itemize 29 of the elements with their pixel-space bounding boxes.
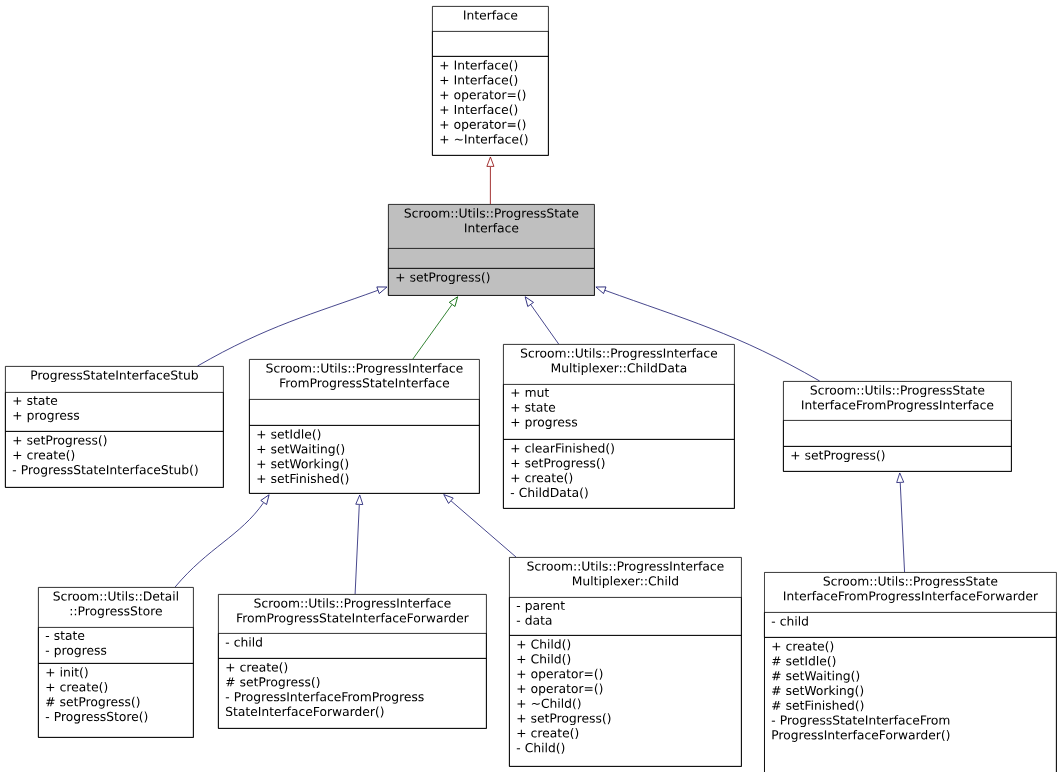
compartment: + setProgress(): [388, 268, 595, 296]
compartment: + state + progress: [5, 392, 224, 432]
inheritance-arrow: [486, 156, 495, 205]
inheritance-arrow: [524, 296, 560, 345]
inheritance-arrow: [896, 472, 905, 573]
compartment: - child: [218, 633, 487, 659]
compartment: + create() # setIdle() # setWaiting() # setWorking() # setFinished() - ProgressStateInterfaceFrom ProgressInterfaceForwarder(): [764, 637, 1057, 772]
inheritance-arrow: [174, 494, 270, 588]
empty-compartment: [388, 248, 595, 269]
inheritance-arrow: [443, 494, 517, 558]
compartment: + Child() + Child() + operator=() + operator=() + ~Child() + setProgress() + create() - Child(): [509, 635, 742, 767]
inheritance-arrow: [197, 286, 388, 367]
empty-compartment: [783, 420, 1012, 447]
compartment: - state - progress: [38, 627, 194, 664]
compartment: + setIdle() + setWaiting() + setWorking() + setFinished(): [249, 425, 480, 494]
compartment: - parent - data: [509, 597, 742, 636]
empty-compartment: [432, 31, 549, 57]
compartment: + setProgress(): [783, 446, 1012, 472]
inheritance-arrow: [412, 296, 459, 360]
compartment: + Interface() + Interface() + operator=() + Interface() + operator=() + ~Interface(): [432, 56, 549, 156]
inheritance-arrow: [354, 494, 364, 595]
inheritance-arrow: [595, 286, 820, 382]
compartment: + clearFinished() + setProgress() + create() - ChildData(): [503, 439, 735, 509]
compartment: - child: [764, 612, 1057, 638]
compartment: + setProgress() + create() - ProgressStateInterfaceStub(): [5, 431, 224, 488]
compartment: + create() # setProgress() - ProgressInterfaceFromProgress StateInterfaceForwarder(): [218, 658, 487, 729]
compartment: + init() + create() # setProgress() - ProgressStore(): [38, 663, 194, 738]
compartment: + mut + state + progress: [503, 384, 735, 440]
empty-compartment: [249, 399, 480, 426]
